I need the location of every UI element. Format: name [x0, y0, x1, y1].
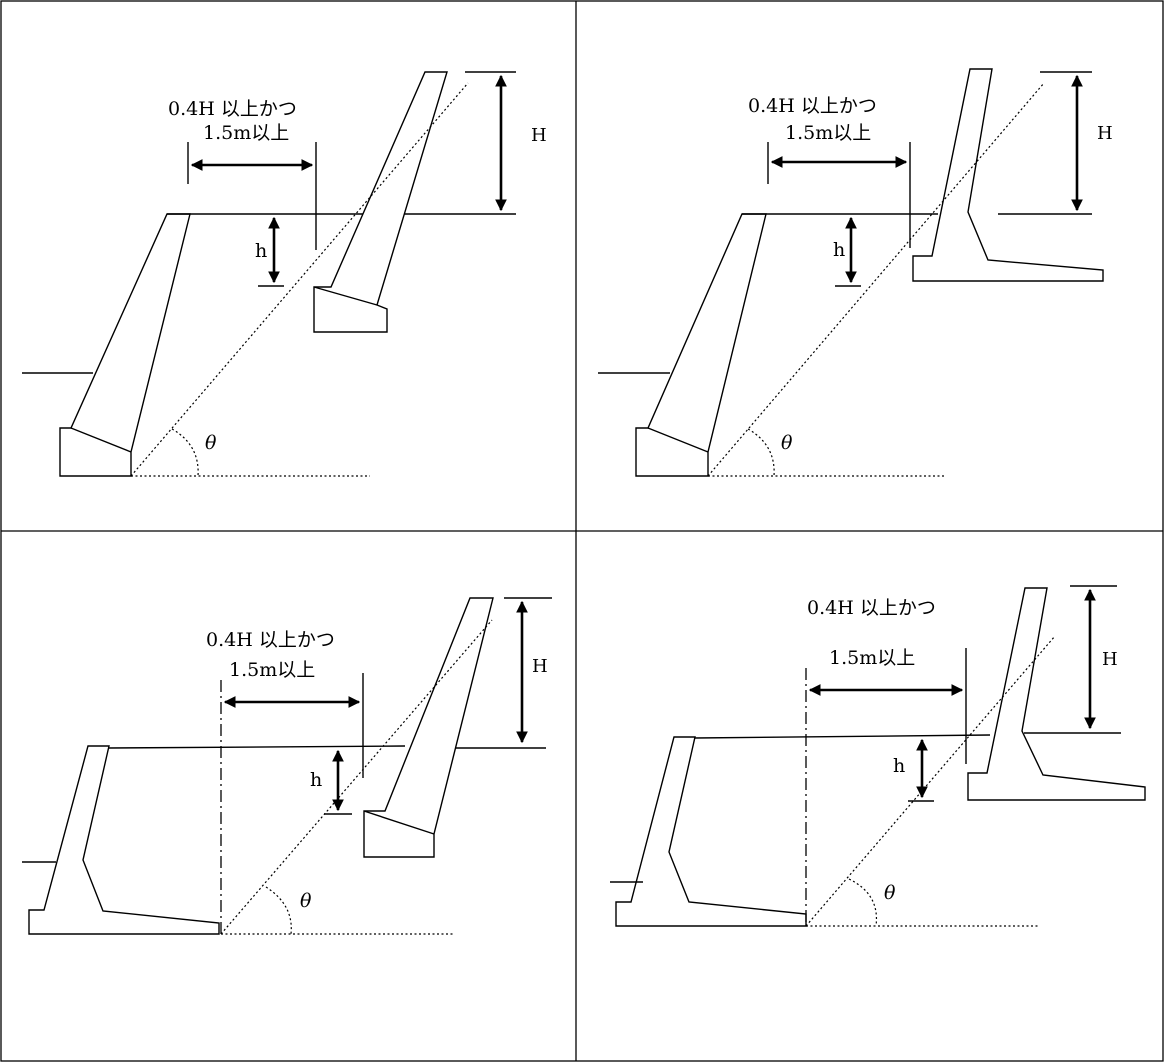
condition-text-2: 1.5m以上: [829, 647, 915, 669]
height-label: H: [532, 656, 548, 677]
angle-arc: [848, 878, 878, 927]
angle-line: [220, 619, 493, 935]
upper-wall-footing-line: [363, 810, 435, 835]
angle-arc: [171, 428, 199, 477]
panel-bottom-left: 0.4H 以上かつ 1.5m以上 H h θ: [22, 597, 552, 935]
angle-line: [707, 82, 1045, 477]
depth-label: h: [833, 239, 845, 261]
upper-ground-line: [694, 734, 991, 739]
upper-cantilever-wall: [912, 68, 1104, 282]
angle-line: [130, 82, 469, 477]
lower-cantilever-wall: [28, 745, 220, 935]
depth-label: h: [310, 769, 322, 791]
angle-label: θ: [884, 882, 896, 904]
height-label: H: [1097, 123, 1113, 144]
angle-arc: [265, 886, 292, 935]
lower-gravity-wall: [59, 213, 191, 477]
depth-label: h: [255, 240, 267, 262]
upper-wall-footing-line: [313, 286, 378, 306]
lower-wall-inner-line: [647, 427, 709, 453]
angle-label: θ: [205, 432, 217, 454]
upper-ground-line: [108, 745, 406, 749]
condition-text-2: 1.5m以上: [785, 122, 871, 144]
angle-arc: [747, 428, 775, 477]
height-label: H: [1102, 649, 1118, 670]
panel-top-left: 0.4H 以上かつ 1.5m以上 H h θ: [22, 71, 547, 477]
upper-cantilever-wall: [967, 587, 1146, 801]
condition-text-1: 0.4H 以上かつ: [748, 95, 877, 117]
panel-top-right: 0.4H 以上かつ 1.5m以上 H h θ: [598, 68, 1113, 477]
angle-label: θ: [781, 432, 793, 454]
angle-label: θ: [300, 890, 312, 912]
height-label: H: [531, 125, 547, 146]
condition-text-2: 1.5m以上: [229, 659, 315, 681]
condition-text-2: 1.5m以上: [203, 122, 289, 144]
condition-text-1: 0.4H 以上かつ: [206, 629, 335, 651]
upper-gravity-wall: [363, 597, 494, 858]
upper-gravity-wall: [313, 71, 448, 333]
lower-cantilever-wall: [615, 736, 807, 927]
angle-line: [805, 635, 1056, 927]
panel-bottom-right: 0.4H 以上かつ 1.5m以上 H h θ: [610, 585, 1146, 927]
lower-wall-inner-line: [70, 427, 132, 453]
lower-gravity-wall: [635, 213, 767, 477]
condition-text-1: 0.4H 以上かつ: [168, 98, 297, 120]
condition-text-1: 0.4H 以上かつ: [807, 597, 936, 619]
depth-label: h: [893, 755, 905, 777]
